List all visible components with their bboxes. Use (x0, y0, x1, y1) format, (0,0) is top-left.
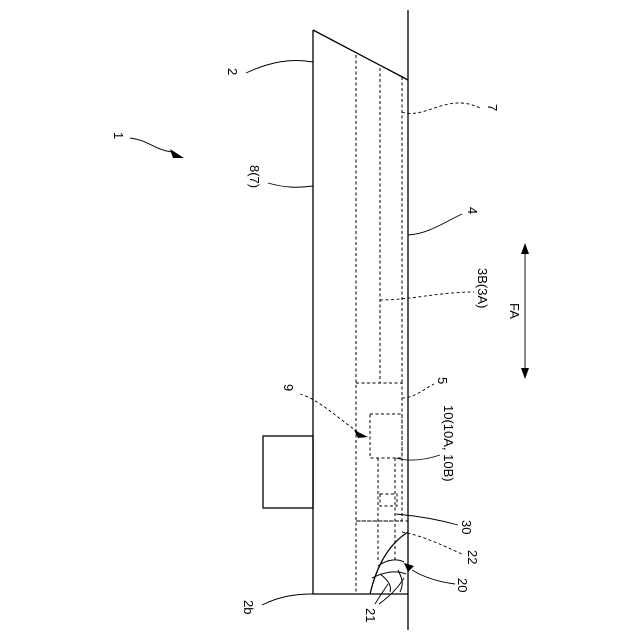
label-9: 9 (281, 384, 296, 391)
leader-10 (396, 455, 440, 460)
label-8: 8(7) (247, 165, 262, 188)
label-21: 21 (363, 608, 378, 622)
leader-30 (396, 514, 458, 525)
label-5: 5 (435, 377, 450, 384)
fa-arrowhead-bottom (521, 368, 529, 379)
leader-2b (262, 594, 313, 605)
leader-5 (402, 384, 434, 398)
label-1: 1 (111, 132, 126, 139)
label-fa: FA (507, 303, 522, 319)
label-20: 20 (455, 578, 470, 592)
component-5-box (356, 383, 402, 521)
external-box (263, 436, 313, 508)
label-3b: 3B(3A) (475, 268, 490, 308)
leader-8 (268, 183, 313, 187)
leader-4 (408, 214, 462, 235)
leader-22 (402, 532, 462, 554)
label-30: 30 (459, 520, 474, 534)
component-10-box (370, 414, 402, 458)
label-2b: 2b (241, 600, 256, 614)
label-22: 22 (465, 550, 480, 564)
component-30-box (380, 494, 397, 506)
fa-arrowhead-top (521, 243, 529, 254)
leader-2 (246, 60, 313, 73)
leader-9 (300, 394, 358, 432)
label-10: 10(10A, 10B) (441, 405, 456, 482)
label-7: 7 (485, 104, 500, 111)
leader-1 (130, 138, 172, 152)
leader-20 (412, 570, 455, 584)
leader-3b (380, 292, 474, 300)
label-2: 2 (225, 68, 240, 75)
main-body-outline (313, 30, 408, 594)
arrowhead-1 (170, 149, 184, 158)
label-4: 4 (465, 207, 480, 214)
leader-7 (402, 103, 480, 114)
